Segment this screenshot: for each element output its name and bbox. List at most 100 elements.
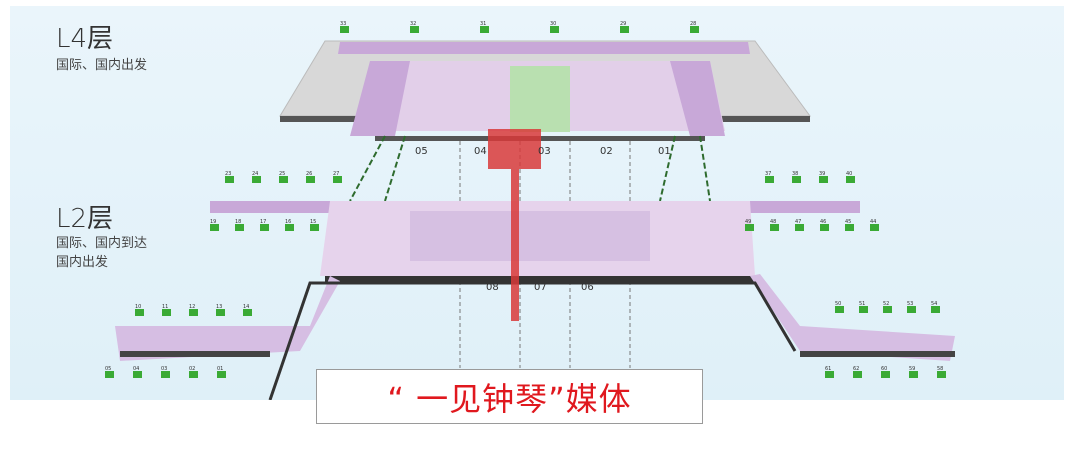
svg-text:26: 26 bbox=[306, 171, 312, 177]
svg-text:17: 17 bbox=[260, 219, 266, 225]
svg-text:39: 39 bbox=[819, 171, 825, 177]
gate-marker: 62 bbox=[853, 366, 862, 378]
l4-concourse bbox=[338, 42, 750, 54]
zone-label: 01 bbox=[658, 146, 671, 157]
svg-text:24: 24 bbox=[252, 171, 258, 177]
gate-marker: 40 bbox=[846, 171, 855, 183]
gate-marker: 25 bbox=[279, 171, 288, 183]
svg-text:01: 01 bbox=[217, 366, 223, 372]
svg-text:33: 33 bbox=[340, 21, 346, 27]
l4-title: L4层 bbox=[56, 24, 114, 54]
low-right-pier bbox=[750, 274, 955, 361]
gate-marker: 03 bbox=[161, 366, 170, 378]
media-highlight-column bbox=[511, 169, 519, 321]
svg-text:38: 38 bbox=[792, 171, 798, 177]
l4-subtitle: 国际、国内出发 bbox=[56, 58, 148, 73]
gate-marker: 39 bbox=[819, 171, 828, 183]
gate-marker: 49 bbox=[745, 219, 754, 231]
gate-marker: 30 bbox=[550, 21, 559, 33]
l2-title: L2层 bbox=[56, 204, 114, 234]
svg-text:28: 28 bbox=[690, 21, 696, 27]
gate-marker: 12 bbox=[189, 304, 198, 316]
low-left-edge bbox=[120, 351, 270, 357]
gate-icons: 33 32 31 30 29 28 23 24 25 26 27 19 18 17 16 15 37 38 39 40… bbox=[105, 21, 946, 378]
svg-text:48: 48 bbox=[770, 219, 776, 225]
svg-text:29: 29 bbox=[620, 21, 626, 27]
zone-label: 08 bbox=[486, 282, 499, 293]
svg-text:58: 58 bbox=[937, 366, 943, 372]
gate-marker: 38 bbox=[792, 171, 801, 183]
media-highlight-top bbox=[488, 129, 541, 169]
svg-text:18: 18 bbox=[235, 219, 241, 225]
svg-text:10: 10 bbox=[135, 304, 141, 310]
l2-center bbox=[410, 211, 650, 261]
gate-marker: 19 bbox=[210, 219, 219, 231]
gate-marker: 10 bbox=[135, 304, 144, 316]
gate-marker: 31 bbox=[480, 21, 489, 33]
zone-label: 05 bbox=[415, 146, 428, 157]
svg-text:27: 27 bbox=[333, 171, 339, 177]
svg-text:50: 50 bbox=[835, 301, 841, 307]
svg-text:47: 47 bbox=[795, 219, 801, 225]
gate-marker: 02 bbox=[189, 366, 198, 378]
gate-marker: 47 bbox=[795, 219, 804, 231]
svg-text:53: 53 bbox=[907, 301, 913, 307]
gate-marker: 23 bbox=[225, 171, 234, 183]
svg-text:40: 40 bbox=[846, 171, 852, 177]
gate-marker: 44 bbox=[870, 219, 879, 231]
green-connectors bbox=[349, 135, 711, 202]
svg-text:13: 13 bbox=[216, 304, 222, 310]
zone-label: 02 bbox=[600, 146, 613, 157]
svg-text:49: 49 bbox=[745, 219, 751, 225]
l2-subtitle-1: 国际、国内到达 bbox=[56, 236, 148, 251]
gate-marker: 52 bbox=[883, 301, 892, 313]
gate-marker: 59 bbox=[909, 366, 918, 378]
gate-marker: 27 bbox=[333, 171, 342, 183]
gate-marker: 61 bbox=[825, 366, 834, 378]
low-left-pier bbox=[115, 276, 340, 361]
svg-text:12: 12 bbox=[189, 304, 195, 310]
gate-marker: 16 bbox=[285, 219, 294, 231]
svg-text:46: 46 bbox=[820, 219, 826, 225]
gate-marker: 14 bbox=[243, 304, 252, 316]
svg-text:62: 62 bbox=[853, 366, 859, 372]
gate-marker: 05 bbox=[105, 366, 114, 378]
l2-lower-edge bbox=[325, 276, 755, 283]
gate-marker: 17 bbox=[260, 219, 269, 231]
gate-marker: 60 bbox=[881, 366, 890, 378]
l4-left-wing bbox=[350, 61, 410, 136]
svg-text:05: 05 bbox=[105, 366, 111, 372]
gate-marker: 32 bbox=[410, 21, 419, 33]
caption-text: “ 一见钟琴”媒体 bbox=[387, 379, 632, 418]
gate-marker: 50 bbox=[835, 301, 844, 313]
svg-text:16: 16 bbox=[285, 219, 291, 225]
svg-text:54: 54 bbox=[931, 301, 937, 307]
gate-marker: 48 bbox=[770, 219, 779, 231]
gate-marker: 51 bbox=[859, 301, 868, 313]
gate-marker: 37 bbox=[765, 171, 774, 183]
gate-marker: 46 bbox=[820, 219, 829, 231]
gate-marker: 53 bbox=[907, 301, 916, 313]
zone-label: 03 bbox=[538, 146, 551, 157]
gate-marker: 29 bbox=[620, 21, 629, 33]
svg-text:25: 25 bbox=[279, 171, 285, 177]
gate-marker: 54 bbox=[931, 301, 940, 313]
gate-marker: 15 bbox=[310, 219, 319, 231]
svg-text:61: 61 bbox=[825, 366, 831, 372]
gate-marker: 04 bbox=[133, 366, 142, 378]
svg-text:23: 23 bbox=[225, 171, 231, 177]
apron-curve bbox=[268, 281, 797, 400]
gate-marker: 45 bbox=[845, 219, 854, 231]
low-right-edge bbox=[800, 351, 955, 357]
zone-label: 04 bbox=[474, 146, 487, 157]
gate-marker: 28 bbox=[690, 21, 699, 33]
svg-text:02: 02 bbox=[189, 366, 195, 372]
svg-text:44: 44 bbox=[870, 219, 876, 225]
gate-marker: 33 bbox=[340, 21, 349, 33]
gate-marker: 11 bbox=[162, 304, 171, 316]
svg-text:31: 31 bbox=[480, 21, 486, 27]
svg-text:11: 11 bbox=[162, 304, 168, 310]
